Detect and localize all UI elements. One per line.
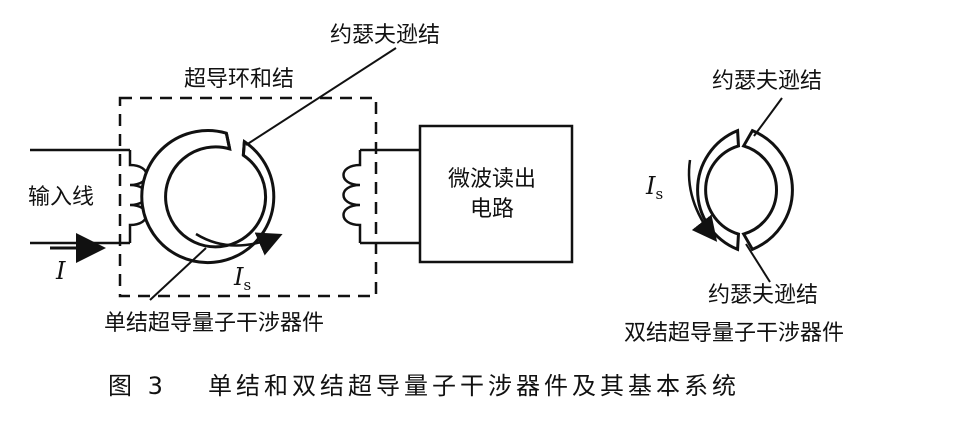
- output-coil: [342, 150, 362, 243]
- double-junction-ring-left: [696, 128, 741, 252]
- junction-leader-line: [245, 47, 397, 146]
- input-current-label: I: [55, 257, 66, 285]
- single-junction-ring: [140, 129, 276, 265]
- microwave-readout-label-1: 微波读出: [448, 167, 536, 192]
- double-junction-device-label: 双结超导量子干涉器件: [624, 321, 844, 346]
- right-junction-bottom-label: 约瑟夫逊结: [708, 283, 818, 308]
- josephson-junction-label-top: 约瑟夫逊结: [330, 23, 440, 48]
- right-junction-bottom-leader: [745, 243, 771, 283]
- ring-current-arrow: [195, 232, 283, 256]
- right-current-arrow: [687, 159, 718, 242]
- input-line-label: 输入线: [28, 185, 94, 210]
- ring-and-junction-label: 超导环和结: [184, 67, 294, 92]
- microwave-readout-label-2: 电路: [470, 197, 514, 222]
- double-junction-ring-right: [741, 128, 794, 252]
- device-leader-line: [149, 247, 207, 301]
- readout-wires: [360, 148, 420, 245]
- right-current-label: Is: [645, 172, 663, 203]
- single-junction-device-label: 单结超导量子干涉器件: [104, 311, 324, 336]
- right-junction-top-leader: [753, 97, 783, 137]
- figure-number: 图 3: [108, 372, 167, 400]
- josephson-junction-gap: [224, 132, 246, 156]
- ring-junction-dashed-box: [118, 96, 378, 298]
- right-junction-top-label: 约瑟夫逊结: [712, 69, 822, 94]
- ring-current-label: Is: [233, 263, 251, 294]
- microwave-readout-box: [418, 124, 574, 264]
- figure-caption: 单结和双结超导量子干涉器件及其基本系统: [208, 372, 740, 400]
